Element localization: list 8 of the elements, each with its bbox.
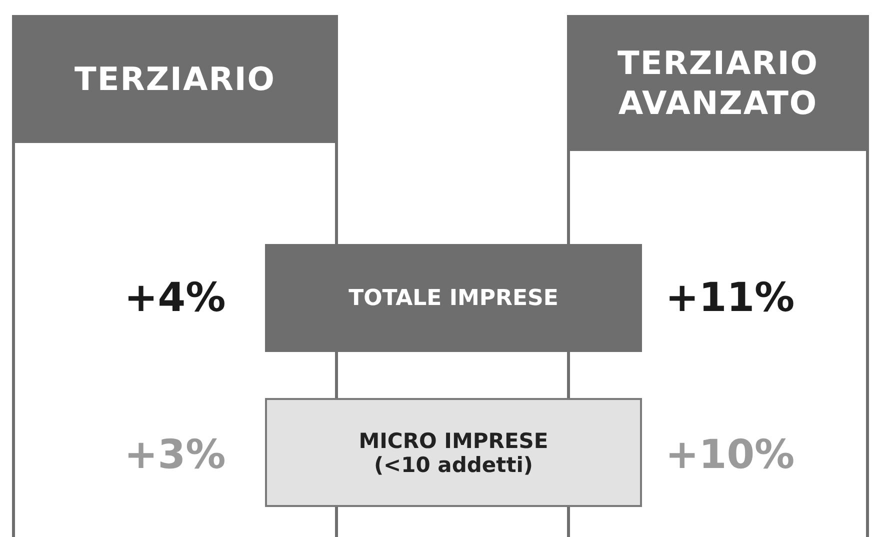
category-box: MICRO IMPRESE (<10 addetti) — [265, 398, 642, 507]
percentage-value: +10% — [664, 432, 796, 478]
percentage-value: +4% — [123, 275, 227, 321]
column-heading: TERZIARIO AVANZATO — [567, 15, 869, 151]
percentage-value: +3% — [123, 432, 227, 478]
category-box: TOTALE IMPRESE — [265, 244, 642, 352]
percentage-value: +11% — [664, 275, 796, 321]
column-heading: TERZIARIO — [12, 15, 338, 143]
